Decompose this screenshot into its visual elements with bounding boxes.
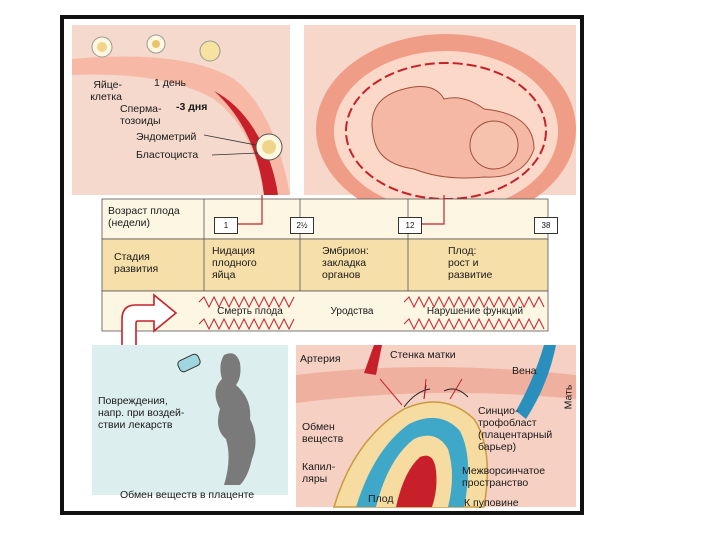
stage-nidation: Нидация плодного яйца [212, 245, 257, 281]
blastocyst-label: Бластоциста [136, 149, 199, 161]
sperm-label: Сперма- тозоиды [120, 103, 162, 127]
diagram-frame: Яйце- клетка 1 день Сперма- тозоиды -3 д… [60, 15, 584, 515]
artery-label: Артерия [300, 353, 341, 365]
day3-label: -3 дня [176, 101, 208, 113]
fetus-label: Плод [368, 493, 394, 505]
villus-red [396, 455, 437, 507]
effect-row-bg [101, 290, 549, 332]
vein-vessel [516, 345, 556, 419]
day1-label: 1 день [154, 77, 186, 89]
stage-fetus: Плод: рост и развитие [448, 245, 493, 281]
pill-icon [177, 353, 201, 373]
curved-arrow-icon [121, 293, 178, 350]
stage-row-label: Стадия развития [114, 251, 159, 275]
week-12: 12 [398, 217, 422, 234]
week-2-5: 2½ [290, 217, 314, 234]
stage-embryo: Эмбрион: закладка органов [322, 245, 369, 281]
effect-dysfunction: Нарушение функций [426, 306, 524, 317]
damage-label: Повреждения, напр. при воздей- ствии лек… [98, 395, 185, 431]
metabolism-label: Обмен веществ [302, 421, 344, 445]
effect-malformation: Уродства [330, 306, 374, 317]
capillaries-label: Капил- ляры [302, 461, 336, 485]
intervillous-label: Межворсинчатое пространство [462, 465, 546, 489]
pregnant-silhouette [215, 353, 256, 485]
week-1: 1 [214, 217, 238, 234]
stage-row-bg [101, 238, 549, 292]
uterine-wall-label: Стенка матки [390, 349, 456, 361]
syncytiotrophoblast-label: Синцио- трофобласт (плацентарный барьер) [478, 405, 553, 453]
endometrium-label: Эндометрий [136, 131, 197, 143]
damage-panel-bg [92, 345, 288, 495]
umbilical-label: К пуповине [464, 497, 519, 509]
vein-label: Вена [512, 365, 537, 377]
artery-vessel [364, 345, 382, 375]
egg-cell-label: Яйце- клетка [90, 79, 122, 103]
fetus-head [469, 120, 519, 170]
week-38: 38 [534, 217, 558, 234]
diagram-graphics [72, 25, 576, 508]
effect-death: Смерть плода [217, 306, 283, 317]
age-row-label: Возраст плода (недели) [108, 205, 180, 229]
day3-morula [199, 40, 221, 62]
placenta-exchange-label: Обмен веществ в плаценте [120, 489, 255, 501]
uterine-wall [72, 56, 290, 195]
endometrium-red [214, 91, 278, 195]
mother-label: Мать [562, 384, 575, 410]
